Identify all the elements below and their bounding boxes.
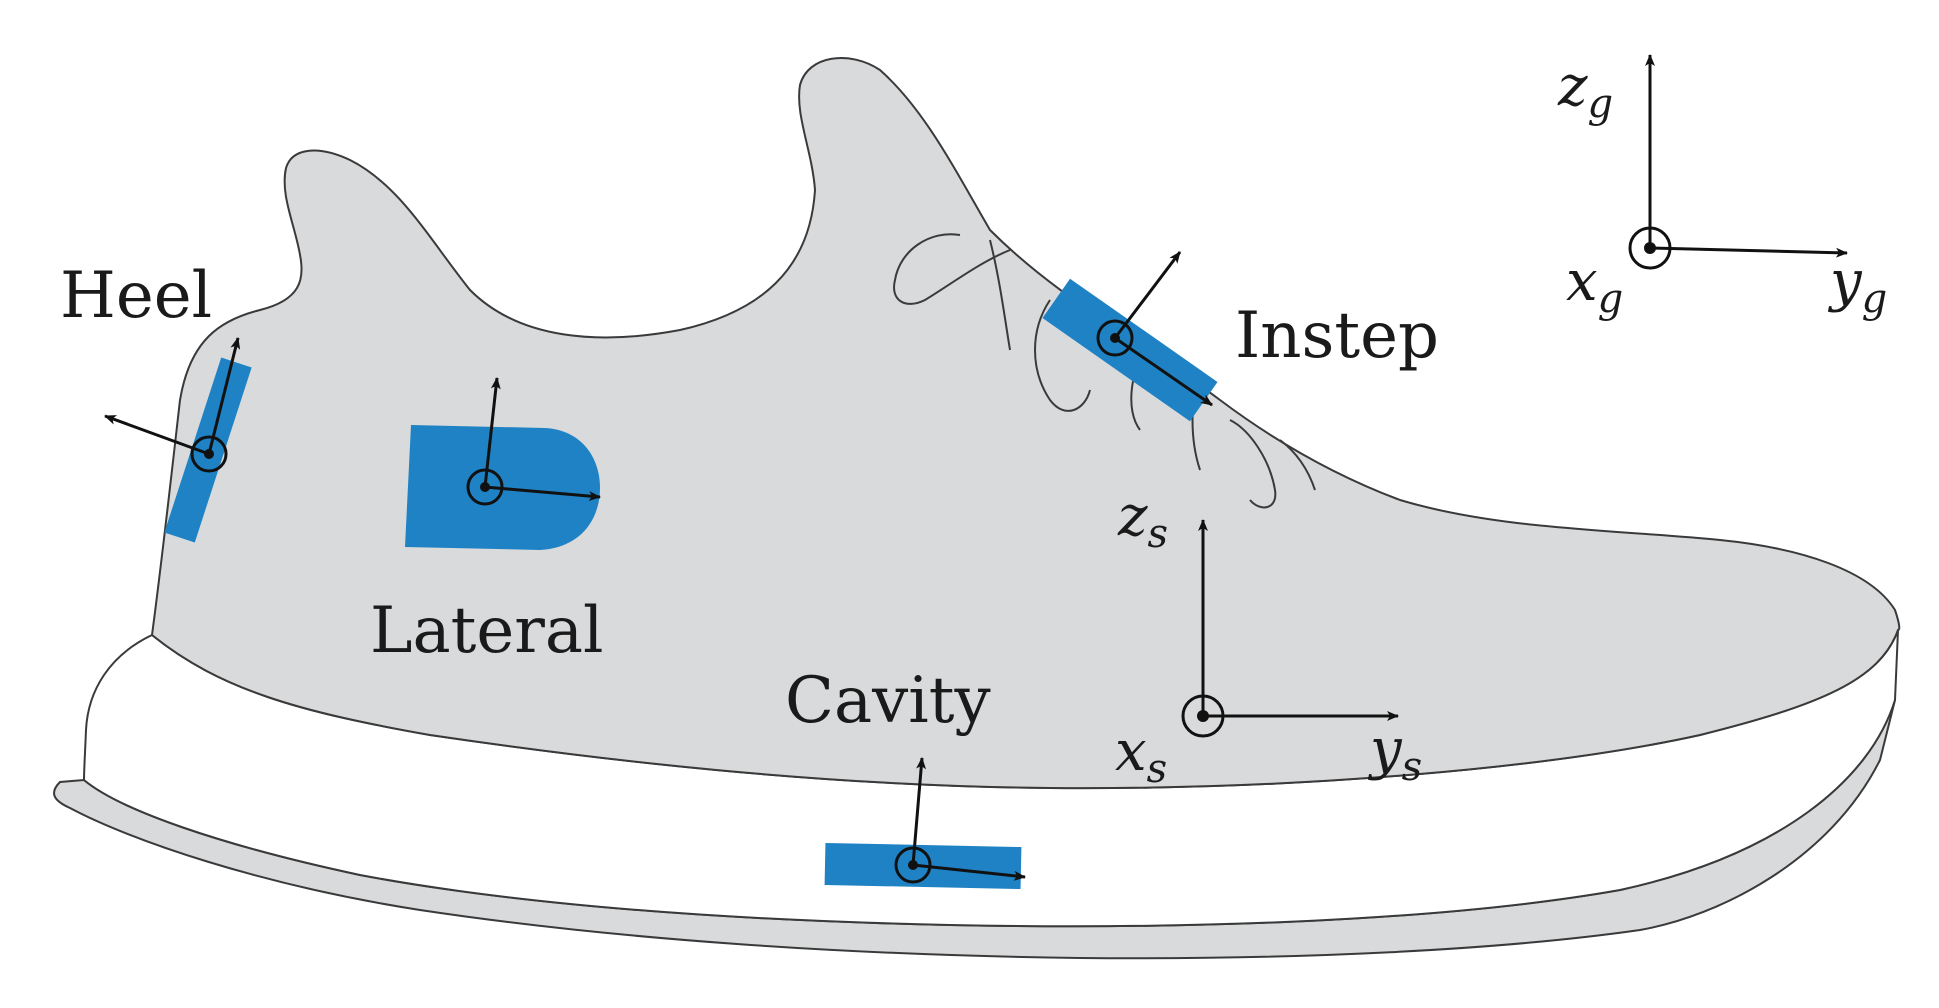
axis-y-g: yg bbox=[1827, 249, 1887, 322]
axis-x-s: xs bbox=[1115, 719, 1167, 792]
axis-z-g: zg bbox=[1557, 54, 1613, 127]
label-cavity: Cavity bbox=[785, 664, 991, 738]
label-instep: Instep bbox=[1235, 299, 1439, 373]
axis-y-g-letter: y bbox=[1827, 249, 1863, 314]
axis-x-s-sub: s bbox=[1147, 746, 1168, 792]
axis-y-s: ys bbox=[1367, 717, 1422, 790]
label-lateral: Lateral bbox=[370, 594, 603, 668]
global-frame bbox=[1628, 54, 1848, 270]
axis-y-s-letter: y bbox=[1367, 717, 1403, 782]
lateral-frame bbox=[466, 377, 601, 506]
axis-x-g-letter: x bbox=[1566, 249, 1598, 314]
axis-z-s-sub: s bbox=[1148, 511, 1169, 557]
axis-x-g: xg bbox=[1566, 249, 1623, 322]
axis-y-g-sub: g bbox=[1862, 276, 1888, 322]
global-frame-labels: zg xg yg bbox=[1557, 54, 1887, 322]
heel-frame bbox=[104, 337, 241, 473]
shoe-frame bbox=[1181, 519, 1399, 738]
axis-z-s: zs bbox=[1117, 484, 1168, 557]
axis-x-g-sub: g bbox=[1598, 276, 1624, 322]
axis-z-g-letter: z bbox=[1557, 54, 1588, 119]
axis-z-g-sub: g bbox=[1588, 81, 1614, 127]
label-heel: Heel bbox=[60, 259, 212, 333]
axis-z-s-letter: z bbox=[1117, 484, 1148, 549]
cavity-frame bbox=[894, 757, 1026, 884]
shoe-frame-labels: zs xs ys bbox=[1115, 484, 1422, 792]
shoe-upper bbox=[150, 57, 1901, 790]
instep-frame bbox=[1096, 251, 1213, 407]
laces bbox=[893, 233, 1316, 509]
axis-x-s-letter: x bbox=[1115, 719, 1147, 784]
axis-y-s-sub: s bbox=[1402, 744, 1423, 790]
